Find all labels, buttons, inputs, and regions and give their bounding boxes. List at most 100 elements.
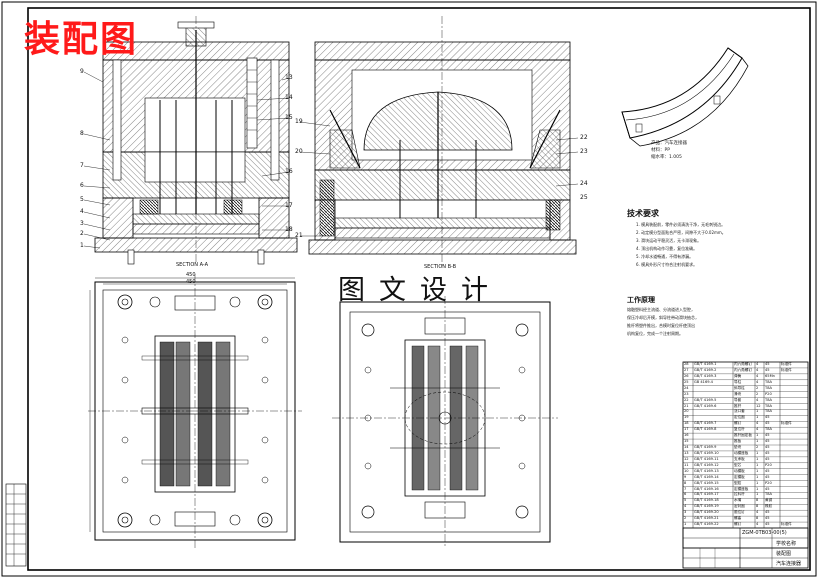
bom-cell: 黄铜 (765, 498, 773, 503)
bom-cell: T8A (765, 379, 772, 384)
callout-9: 9 (80, 68, 84, 75)
bom-cell: T8A (765, 427, 772, 432)
bom-cell: 标准件 (781, 421, 792, 426)
bom-cell: 2 (756, 385, 759, 390)
bom-cell: 定位圈 (734, 415, 745, 420)
bom-cell: 推板 (734, 439, 742, 444)
bom-cell: 4 (756, 510, 759, 515)
bom-cell: 45 (765, 450, 770, 455)
bom-cell: 4 (756, 362, 759, 366)
bom-cell: 24 (684, 385, 689, 390)
section-a-a-view (83, 16, 298, 265)
callout-25: 25 (580, 194, 588, 201)
bom-cell: 推杆 (734, 403, 742, 408)
callout-7: 7 (80, 162, 84, 169)
bom-cell: 13 (684, 450, 689, 455)
callout-16: 16 (285, 168, 293, 175)
bom-cell: P20 (765, 391, 772, 396)
bom-cell: 45 (765, 486, 770, 491)
bom-cell: T8A (765, 385, 772, 390)
bom-cell: 内六角螺钉 (734, 362, 752, 366)
bom-cell: 密封圈 (734, 504, 745, 509)
bom-cell: 23 (684, 391, 689, 396)
bom-cell: GB/T 4169.7 (694, 421, 717, 426)
bom-cell: 4 (756, 427, 759, 432)
callout-1: 1 (80, 242, 84, 249)
bom-cell: GB/T 4169.19 (694, 504, 719, 509)
bom-cell: GB/T 4169.10 (694, 450, 719, 455)
callout-6: 6 (80, 182, 84, 189)
bom-cell: 1 (756, 450, 759, 455)
bom-cell: P20 (765, 480, 772, 485)
callout-13: 13 (285, 74, 293, 81)
callout-3: 3 (80, 220, 84, 227)
bom-cell: 导柱 (734, 379, 742, 384)
bom-cell: 1 (756, 456, 759, 461)
bom-cell: 45 (765, 421, 770, 426)
bom-cell: 28 (684, 362, 689, 366)
bom-cell: 1 (756, 462, 759, 467)
bom-cell: 45 (765, 510, 770, 515)
callout-8: 8 (80, 130, 84, 137)
bom-cell: 6 (684, 492, 687, 497)
callout-18: 18 (285, 226, 293, 233)
bom-cell: GB 4169.4 (694, 379, 713, 384)
part-info-product: 产品：汽车连接器 (651, 141, 687, 146)
bom-cell: 2 (756, 445, 759, 449)
callout-2: 2 (80, 230, 84, 237)
bom-cell: 3 (684, 510, 687, 515)
tech-req-line: 6. 模具外形尺寸符合注射机要求。 (636, 262, 698, 267)
center-watermark-label: 图文设计 (338, 275, 502, 306)
bom-cell: 1 (684, 522, 687, 527)
bom-cell: 型腔 (734, 480, 742, 485)
bom-cell: 4 (756, 522, 759, 527)
callout-20: 20 (295, 148, 303, 155)
bom-cell: 45 (765, 439, 770, 444)
bom-cell: 1 (756, 433, 759, 438)
bom-cell: 标准件 (781, 367, 792, 372)
bom-cell: 螺钉 (734, 522, 742, 527)
callout-24: 24 (580, 180, 588, 187)
bom-cell: GB/T 4169.11 (694, 456, 719, 461)
tech-req-line: 1. 模具装配前，零件必须清洗干净，无毛刺锐边。 (636, 222, 726, 227)
bom-cell: T8A (765, 403, 772, 408)
bom-cell: 螺塞 (734, 516, 742, 521)
bom-cell: 1 (756, 409, 759, 414)
bom-cell: 1 (756, 492, 759, 497)
title-block-name: 装配图 (776, 551, 792, 557)
bom-cell: 45 (765, 516, 770, 521)
bom-cell: 18 (684, 421, 689, 426)
bom-cell: GB/T 4169.16 (694, 486, 719, 491)
bom-cell: 26 (684, 373, 689, 378)
tech-req-line: 3. 滑块运动平稳灵活，无卡滞现象。 (636, 238, 702, 243)
bom-cell: 8 (756, 516, 759, 521)
callout-22: 22 (580, 134, 588, 141)
bom-cell: 垫块 (734, 445, 742, 449)
bom-cell: 8 (756, 498, 759, 503)
bom-cell: 45 (765, 362, 770, 366)
callout-14: 14 (285, 94, 293, 101)
callout-15: 15 (285, 114, 293, 121)
bom-cell: 拉料杆 (734, 492, 745, 497)
bom-cell: 9 (684, 474, 687, 479)
bom-cell: 浇口套 (734, 409, 745, 414)
bom-cell: 4 (756, 397, 759, 402)
section-label-bb: SECTION B-B (424, 264, 457, 270)
bom-cell: P20 (765, 462, 772, 467)
bom-cell: 45 (765, 456, 770, 461)
title-block-product: 汽车连接器 (776, 561, 802, 567)
bom-cell: GB/T 4169.14 (694, 474, 719, 479)
callout-17: 17 (285, 202, 293, 209)
plan-view-left (88, 274, 302, 548)
bom-cell: T8A (765, 409, 772, 414)
part-info-material: 材料：PP (651, 148, 670, 153)
bom-cell: 4 (684, 504, 687, 509)
bom-cell: 导套 (734, 397, 742, 402)
bom-cell: 标准件 (781, 362, 792, 366)
bom-cell: 45 (765, 433, 770, 438)
bom-cell: 1 (756, 486, 759, 491)
bom-cell: 8 (684, 480, 687, 485)
bom-cell: 1 (756, 439, 759, 444)
bom-cell: 复位杆 (734, 427, 745, 432)
